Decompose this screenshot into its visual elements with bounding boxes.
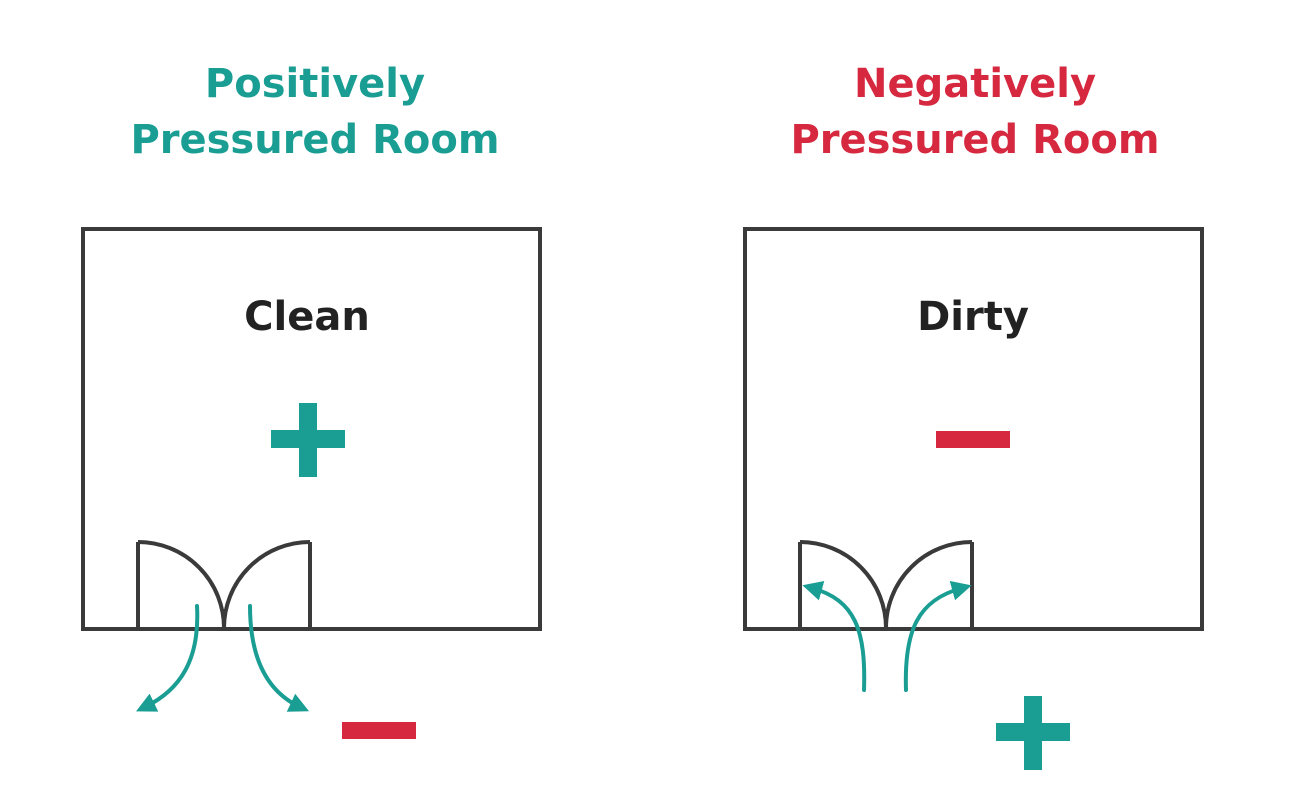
negative-outside-plus-icon [996, 696, 1070, 770]
positive-room-door [136, 540, 312, 629]
positive-title-line-1: Positively [204, 61, 426, 107]
positive-room [81, 227, 542, 739]
airflow-arrow-right [248, 604, 310, 712]
clean-room-label: Clean [244, 294, 370, 340]
airflow-arrow-left [136, 604, 200, 712]
positive-title-line-2: Pressured Room [130, 117, 500, 163]
negative-room-door [798, 540, 974, 629]
dirty-room-label: Dirty [917, 294, 1029, 340]
positive-room-title: Positively Pressured Room [100, 56, 530, 168]
positive-outside-minus-icon [342, 722, 416, 739]
negative-inside-minus-icon [936, 431, 1010, 448]
positive-airflow-out-arrows [136, 604, 310, 712]
negative-room-title: Negatively Pressured Room [760, 56, 1190, 168]
negative-airflow-in-arrows [802, 580, 972, 692]
positive-inside-plus-icon [271, 403, 345, 477]
negative-room [743, 227, 1204, 770]
airflow-arrow-right [903, 580, 972, 692]
negative-title-line-1: Negatively [853, 61, 1097, 107]
airflow-arrow-left [802, 581, 867, 692]
negative-title-line-2: Pressured Room [790, 117, 1160, 163]
